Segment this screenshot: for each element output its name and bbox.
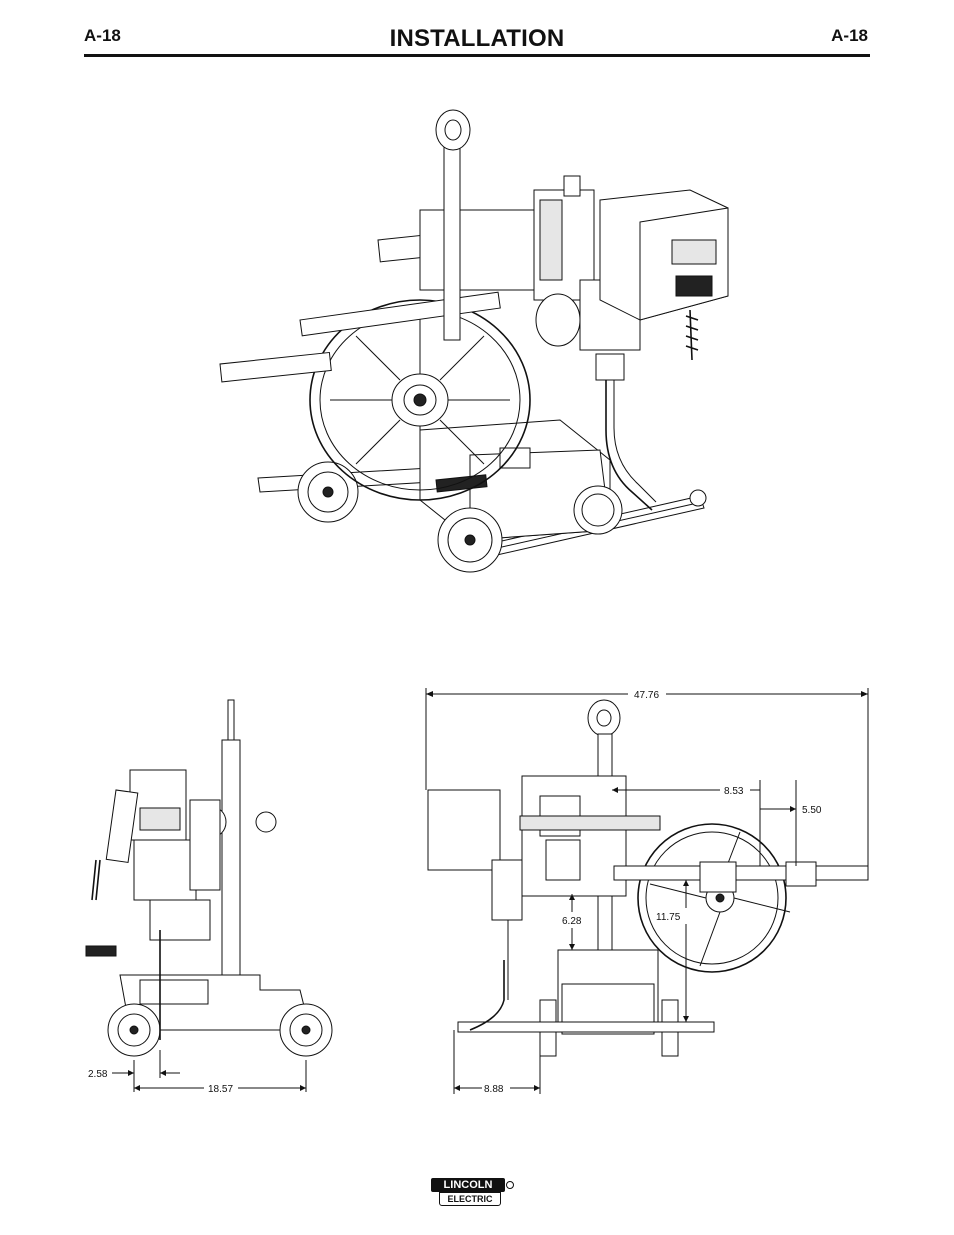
dim-label-11-75: 11.75 <box>656 912 681 923</box>
dim-label-6-28: 6.28 <box>562 916 582 927</box>
dim-label-47-76: 47.76 <box>634 690 659 701</box>
logo-top-text: LINCOLN <box>431 1178 505 1192</box>
dim-label-18-57: 18.57 <box>208 1084 233 1095</box>
dim-label-8-88: 8.88 <box>484 1084 504 1095</box>
logo-bottom-text: ELECTRIC <box>439 1192 501 1206</box>
page-code-left: A-18 <box>84 26 121 45</box>
dim-label-5-50: 5.50 <box>802 805 822 816</box>
isometric-view-drawing <box>219 109 729 573</box>
page-title: INSTALLATION <box>389 25 565 52</box>
page-code-right: A-18 <box>831 26 868 45</box>
header-rule <box>84 54 870 57</box>
lincoln-electric-logo: LINCOLN ELECTRIC <box>431 1178 514 1206</box>
side-view-drawing: 2.58 18.57 <box>85 699 333 1095</box>
registered-mark-icon <box>506 1181 514 1189</box>
dim-label-2-58: 2.58 <box>88 1069 108 1080</box>
front-view-drawing: 47.76 8.53 <box>425 688 869 1095</box>
dim-label-8-53: 8.53 <box>724 786 744 797</box>
